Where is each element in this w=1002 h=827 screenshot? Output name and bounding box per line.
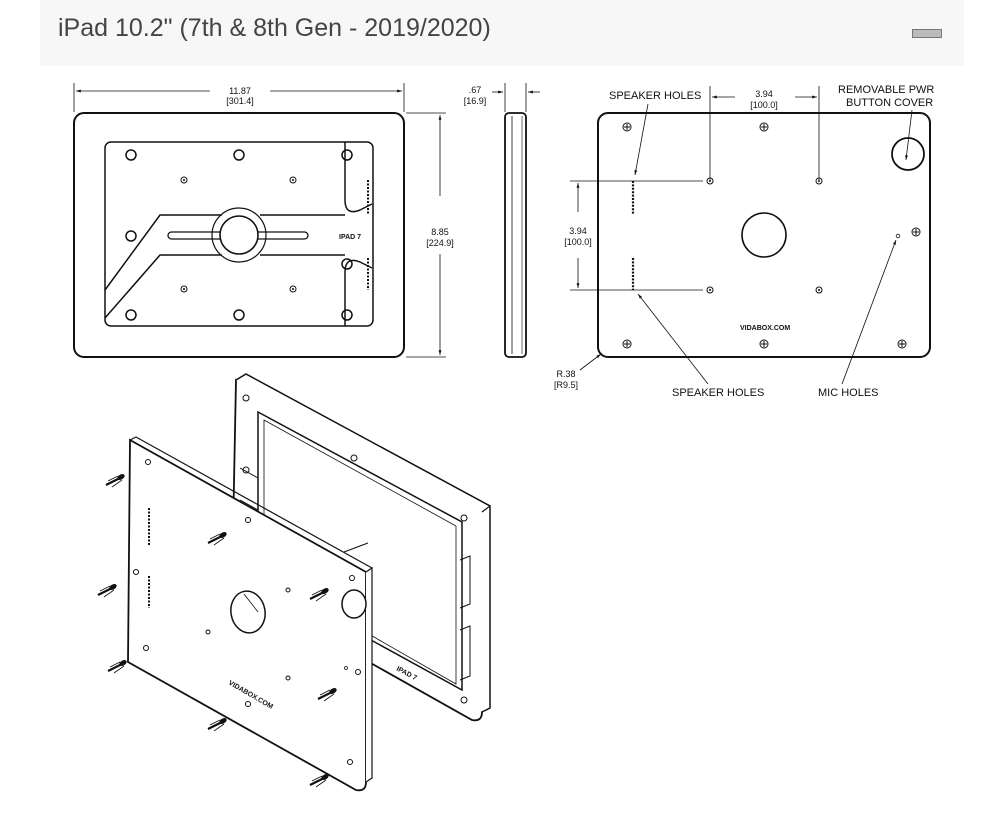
front-view: 11.87 [301.4] IPA bbox=[73, 83, 454, 358]
collapse-toggle-icon[interactable] bbox=[912, 29, 942, 38]
back-spacing-h-in: 3.94 bbox=[755, 89, 773, 99]
front-width-mm: [301.4] bbox=[226, 96, 254, 106]
front-width-in: 11.87 bbox=[229, 86, 251, 96]
back-radius-mm: [R9.5] bbox=[554, 380, 578, 390]
back-brand: VIDABOX.COM bbox=[740, 325, 790, 332]
back-spacing-v-mm: [100.0] bbox=[564, 237, 592, 247]
back-spacing-h-mm: [100.0] bbox=[750, 100, 778, 110]
page-header: iPad 10.2" (7th & 8th Gen - 2019/2020) bbox=[40, 0, 964, 66]
screw-icon bbox=[104, 471, 127, 489]
screw-icon bbox=[308, 771, 331, 789]
screw-icon bbox=[206, 715, 229, 733]
screw-icon bbox=[96, 581, 119, 599]
back-radius-in: R.38 bbox=[556, 369, 575, 379]
front-height-mm: [224.9] bbox=[426, 238, 454, 248]
callout-speaker-holes-bottom: SPEAKER HOLES bbox=[672, 387, 764, 399]
callout-pwr-line2: BUTTON COVER bbox=[846, 97, 933, 109]
back-spacing-v-in: 3.94 bbox=[569, 226, 587, 236]
exploded-view: IPAD 7 VIDABOX.COM bbox=[96, 373, 491, 792]
side-depth-mm: [16.9] bbox=[464, 96, 487, 106]
page-title: iPad 10.2" (7th & 8th Gen - 2019/2020) bbox=[58, 14, 491, 42]
back-view: 3.94 [100.0] 3.94 [100.0] VIDABOX.COM bbox=[554, 84, 934, 399]
callout-speaker-holes-top: SPEAKER HOLES bbox=[609, 90, 701, 102]
side-view: .67 [16.9] bbox=[464, 83, 540, 358]
front-height-in: 8.85 bbox=[431, 227, 449, 237]
side-depth-in: .67 bbox=[469, 85, 482, 95]
callout-mic-holes: MIC HOLES bbox=[818, 387, 879, 399]
callout-pwr-line1: REMOVABLE PWR bbox=[838, 84, 934, 96]
front-label: IPAD 7 bbox=[339, 234, 361, 241]
screw-icon bbox=[106, 657, 129, 675]
